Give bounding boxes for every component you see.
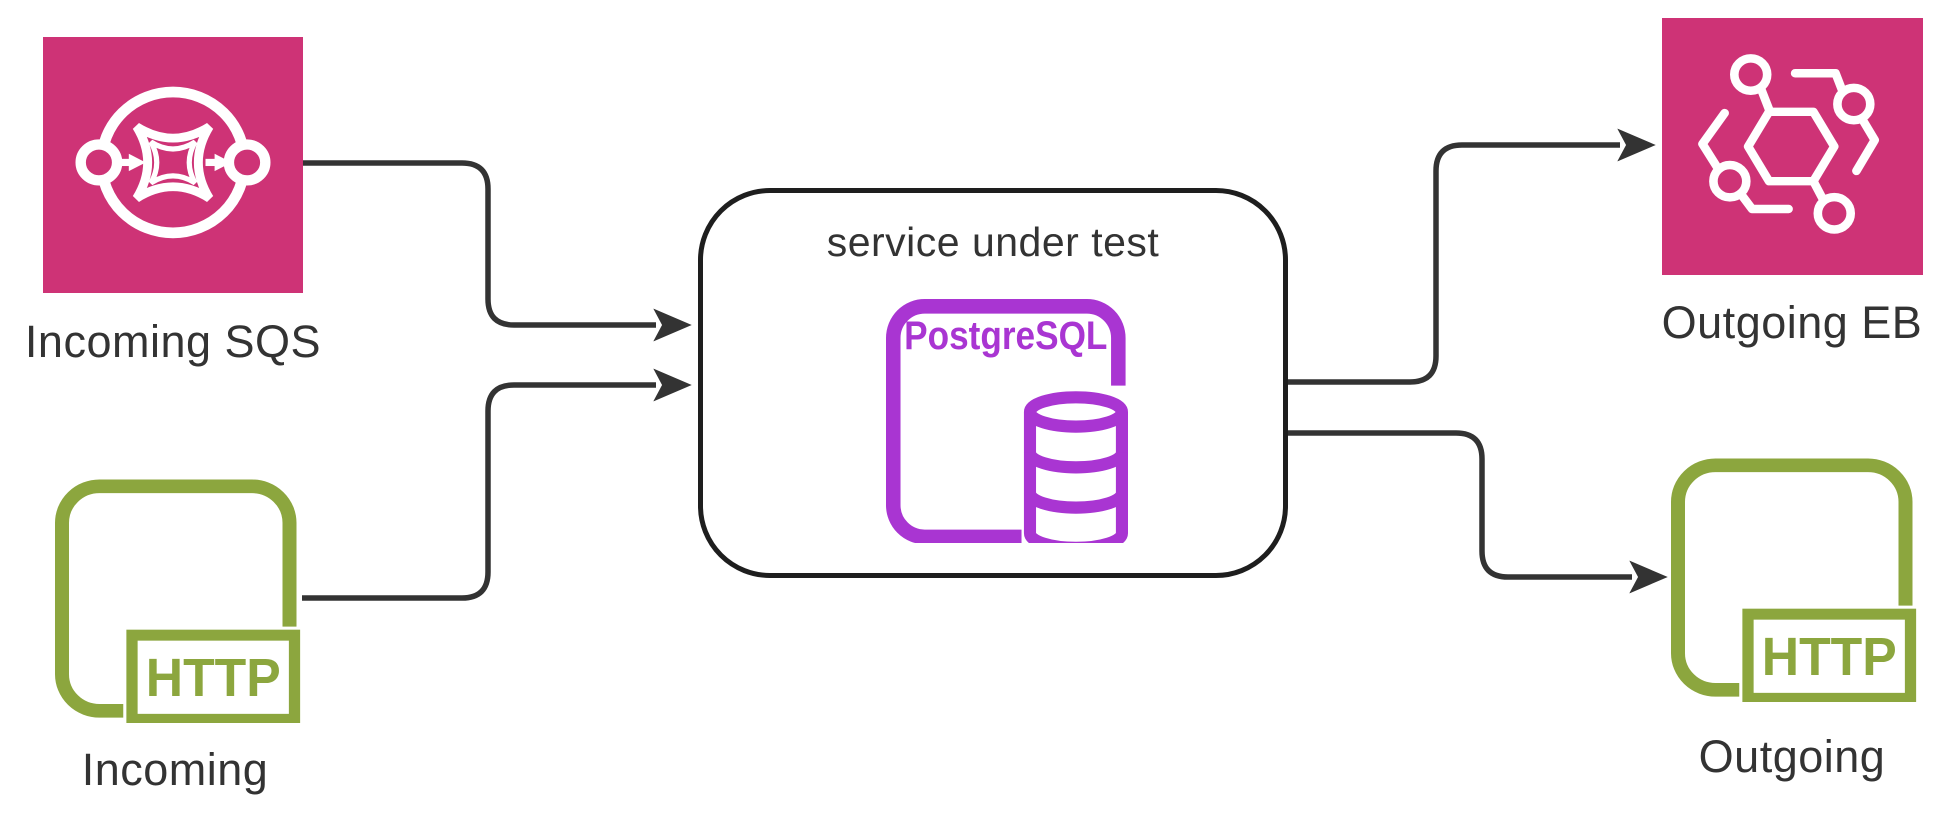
service-box: service under test — [698, 188, 1288, 578]
postgresql-icon: PostgreSQL — [886, 299, 1128, 543]
http-badge-text: HTTP — [146, 648, 281, 708]
http-outgoing-icon: HTTP — [1671, 458, 1918, 702]
http-badge — [126, 629, 301, 723]
http-badge — [1742, 608, 1917, 702]
sqs-icon — [43, 37, 303, 293]
outgoing-eb-label: Outgoing EB — [1661, 297, 1923, 348]
database-cylinder-icon — [1023, 391, 1128, 543]
http-incoming-icon: HTTP — [55, 479, 302, 723]
postgresql-label: PostgreSQL — [904, 314, 1107, 358]
connector-sqs-to-service — [303, 160, 692, 342]
connector-service-to-eb — [1287, 128, 1656, 385]
http-badge-text: HTTP — [1762, 627, 1897, 687]
outgoing-http-label: Outgoing — [1698, 731, 1886, 782]
incoming-http-label: Incoming — [81, 744, 269, 795]
connector-http-to-service — [302, 368, 692, 601]
incoming-sqs-label: Incoming SQS — [24, 316, 322, 367]
service-title: service under test — [826, 219, 1160, 265]
connector-service-to-http — [1287, 430, 1668, 594]
eventbridge-icon — [1662, 18, 1923, 275]
